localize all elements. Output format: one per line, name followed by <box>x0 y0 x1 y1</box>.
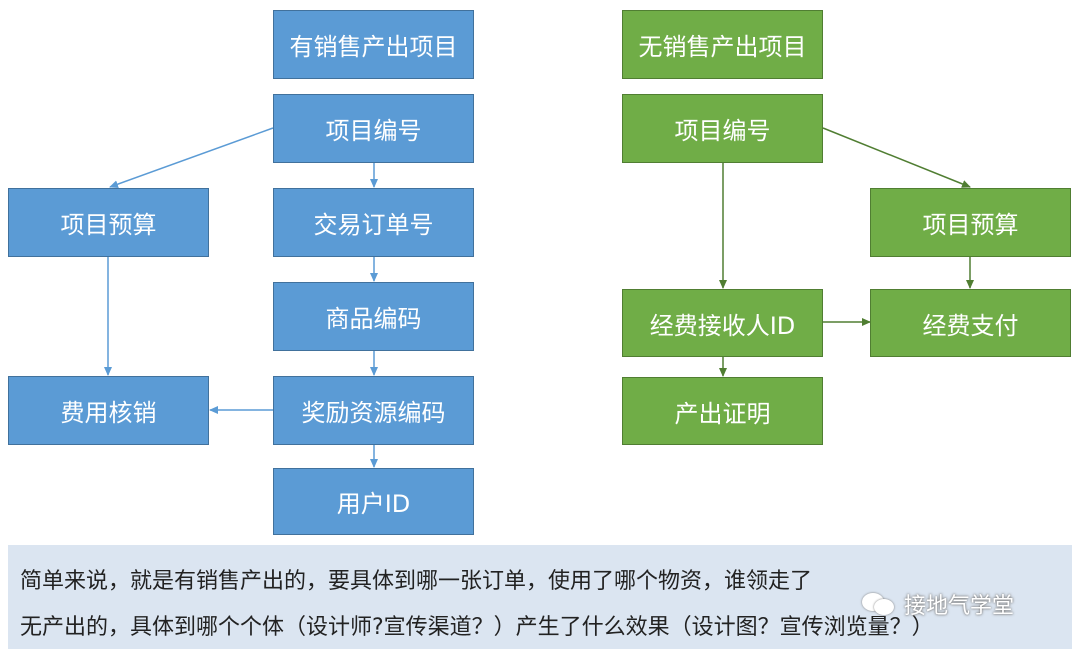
arrow-left-projectid-to-budget <box>109 127 274 189</box>
watermark-text: 接地气学堂 <box>904 594 1015 619</box>
wechat-icon <box>862 591 896 617</box>
right-title-label: 无销售产出项目 <box>638 33 807 61</box>
right-project-id-label: 项目编号 <box>674 117 771 145</box>
left-product-code-label: 商品编码 <box>325 305 422 333</box>
summary-note-line-2: 无产出的，具体到哪个个体（设计师?宣传渠道？）产生了什么效果（设计图？宣传浏览量… <box>20 615 934 640</box>
left-expense-label: 费用核销 <box>60 399 157 427</box>
left-title-node: 有销售产出项目 <box>273 10 474 79</box>
left-project-id-node: 项目编号 <box>273 94 474 163</box>
left-title-label: 有销售产出项目 <box>289 33 458 61</box>
left-reward-code-node: 奖励资源编码 <box>273 376 474 445</box>
right-payment-label: 经费支付 <box>922 311 1019 340</box>
right-receiver-id-node: 经费接收人ID <box>622 289 823 357</box>
left-reward-code-label: 奖励资源编码 <box>301 399 446 427</box>
left-user-id-label: 用户ID <box>336 490 411 518</box>
left-order-no-label: 交易订单号 <box>313 211 434 239</box>
left-budget-label: 项目预算 <box>60 211 157 239</box>
right-budget-node: 项目预算 <box>870 188 1071 257</box>
summary-note: 简单来说，就是有销售产出的，要具体到哪一张订单，使用了哪个物资，谁领走了 无产出… <box>8 545 1072 649</box>
left-project-id-label: 项目编号 <box>325 117 422 145</box>
watermark: 接地气学堂 <box>862 588 1014 620</box>
right-payment-node: 经费支付 <box>870 289 1071 357</box>
left-user-id-node: 用户ID <box>273 468 474 535</box>
right-title-node: 无销售产出项目 <box>622 10 823 79</box>
left-expense-node: 费用核销 <box>8 376 209 445</box>
left-product-code-node: 商品编码 <box>273 282 474 351</box>
left-order-no-node: 交易订单号 <box>273 188 474 257</box>
summary-note-line-1: 简单来说，就是有销售产出的，要具体到哪一张订单，使用了哪个物资，谁领走了 <box>20 569 813 594</box>
right-proof-label: 产出证明 <box>674 399 771 428</box>
right-receiver-id-label: 经费接收人ID <box>649 311 796 340</box>
right-project-id-node: 项目编号 <box>622 94 823 163</box>
left-budget-node: 项目预算 <box>8 188 209 257</box>
arrow-right-projectid-to-budget <box>822 127 971 188</box>
right-proof-node: 产出证明 <box>622 377 823 445</box>
right-budget-label: 项目预算 <box>922 211 1019 239</box>
